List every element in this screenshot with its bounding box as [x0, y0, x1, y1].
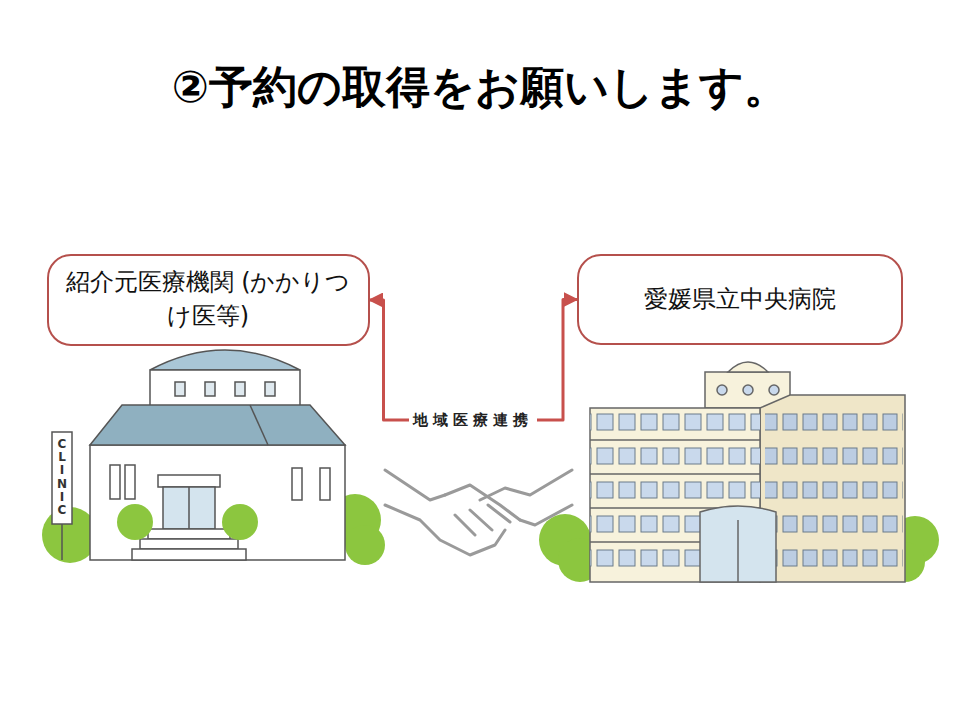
handshake-icon — [385, 470, 572, 555]
title: ②予約の取得をお願いします。 — [0, 58, 960, 117]
edge-label: 地域医療連携 — [409, 410, 537, 431]
sign-letter: CLINIC — [56, 438, 68, 517]
clinic-building — [42, 350, 385, 565]
institution-box: 紹介元医療機関 (かかりつけ医等) — [47, 254, 370, 346]
cooperation-arrow — [370, 300, 578, 421]
node-label: 愛媛県立中央病院 — [644, 283, 836, 317]
institution-box: 愛媛県立中央病院 — [577, 254, 903, 345]
hospital-building — [539, 362, 939, 582]
node-label: 紹介元医療機関 (かかりつけ医等) — [65, 266, 352, 333]
